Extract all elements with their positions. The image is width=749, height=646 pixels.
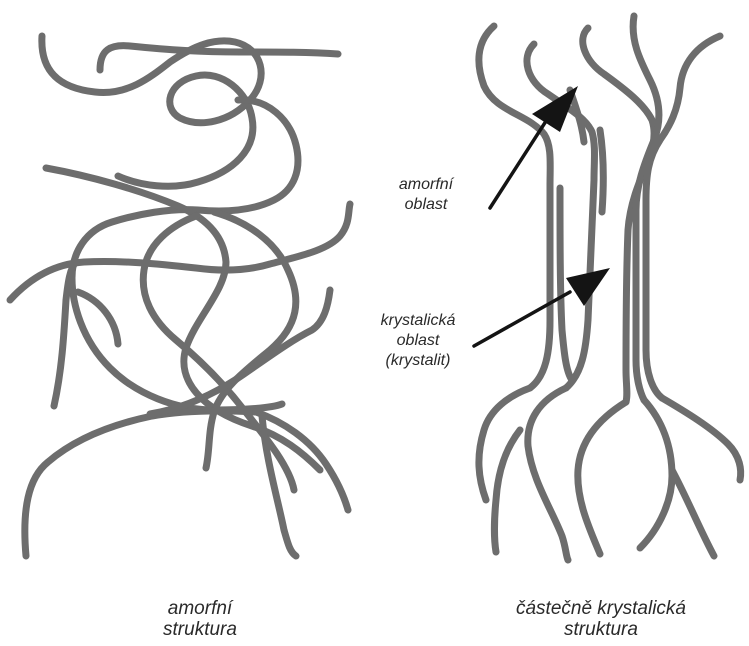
caption-line: struktura — [120, 619, 280, 640]
label-line: (krystalit) — [366, 351, 470, 371]
semicrystalline-chain — [672, 470, 714, 556]
amorphous-region-label: amorfní oblast — [386, 175, 466, 215]
semicrystalline-chain — [495, 430, 521, 552]
crystalline-region-label: krystalická oblast (krystalit) — [366, 311, 470, 371]
amorphous-chain — [10, 204, 350, 300]
caption-line: struktura — [476, 619, 726, 640]
amorphous-chain — [25, 411, 256, 556]
amorphous-chain — [100, 46, 338, 70]
caption-line: amorfní — [120, 598, 280, 619]
semicrystalline-chain — [640, 400, 672, 548]
label-line: krystalická — [366, 311, 470, 331]
semicrystalline-chain — [528, 388, 568, 560]
amorphous-structure — [10, 36, 350, 556]
amorphous-chain — [206, 212, 296, 468]
caption-line: částečně krystalická — [476, 598, 726, 619]
semicrystalline-chain — [600, 130, 603, 212]
amorphous-structure-caption: amorfní struktura — [120, 598, 280, 640]
semicrystalline-chain — [479, 388, 530, 500]
semicrystalline-structure — [479, 16, 741, 560]
amorphous-chain — [150, 290, 330, 414]
semicrystalline-structure-caption: částečně krystalická struktura — [476, 598, 726, 640]
amorphous-chain — [42, 36, 261, 186]
semicrystalline-chain — [578, 402, 626, 554]
label-line: oblast — [366, 331, 470, 351]
label-line: oblast — [386, 195, 466, 215]
arrow-shaft — [490, 118, 548, 208]
arrow-shaft — [474, 292, 570, 346]
label-line: amorfní — [386, 175, 466, 195]
